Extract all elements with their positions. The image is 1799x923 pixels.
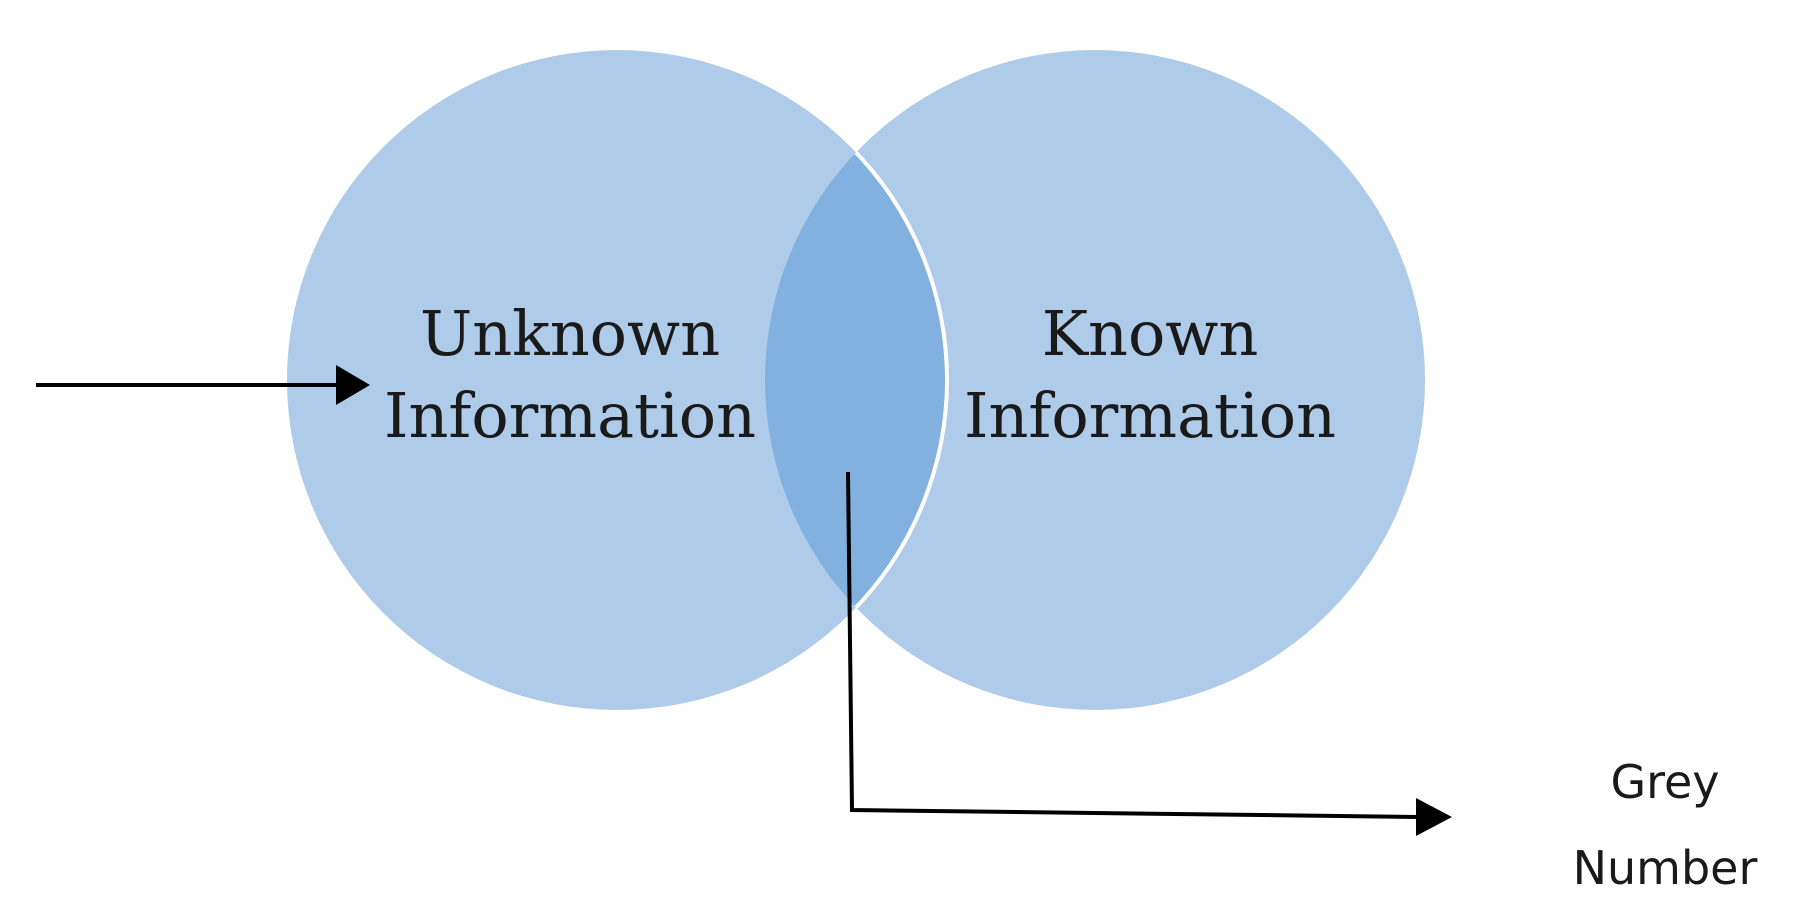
known-label-line1: Known xyxy=(1042,297,1259,370)
grey-number-label-line1: Grey xyxy=(1610,755,1719,809)
output-arrow-head-icon xyxy=(1416,798,1452,836)
known-label-line2: Information xyxy=(964,379,1336,452)
input-arrow-head-icon xyxy=(336,365,370,405)
grey-number-label-line2: Number xyxy=(1573,841,1758,895)
output-arrow xyxy=(846,471,1452,836)
unknown-information-circle xyxy=(287,50,947,710)
overlap-border-group xyxy=(765,50,949,710)
unknown-label-line1: Unknown xyxy=(420,297,720,370)
known-information-circle xyxy=(765,50,1425,710)
overlap-border xyxy=(765,50,949,710)
unknown-label-line2: Information xyxy=(384,379,756,452)
input-arrow xyxy=(36,365,370,405)
output-arrow-shaft xyxy=(846,471,1421,819)
